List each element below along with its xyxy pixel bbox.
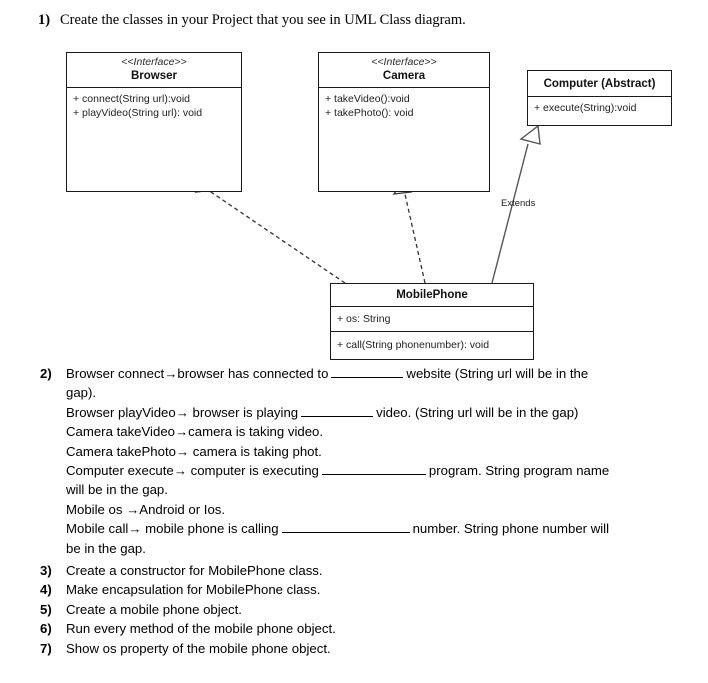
question-7: 7) Show os property of the mobile phone … bbox=[40, 639, 688, 658]
uml-class-camera-methods: + takeVideo():void + takePhoto(): void bbox=[319, 88, 489, 124]
uml-class-computer: Computer (Abstract) + execute(String):vo… bbox=[527, 70, 672, 126]
question-4: 4) Make encapsulation for MobilePhone cl… bbox=[40, 580, 688, 599]
uml-class-browser-methods: + connect(String url):void + playVideo(S… bbox=[67, 88, 241, 124]
uml-class-diagram: <<Interface>> Browser + connect(String u… bbox=[0, 40, 708, 370]
question-5: 5) Create a mobile phone object. bbox=[40, 600, 688, 619]
blank-underline bbox=[321, 463, 426, 476]
question-2-number: 2) bbox=[40, 366, 52, 381]
inheritance-arrowhead-computer bbox=[519, 124, 541, 145]
question-2-line-3: Browser playVideo→ browser is playing vid… bbox=[66, 403, 688, 422]
q2-l1a: Browser connect→browser has connected to bbox=[66, 366, 329, 381]
question-1: 1) Create the classes in your Project tha… bbox=[38, 10, 678, 30]
uml-class-computer-header: Computer (Abstract) bbox=[528, 71, 671, 96]
question-1-text: Create the classes in your Project that … bbox=[60, 12, 466, 28]
uml-class-mobilephone-divider-2 bbox=[331, 331, 533, 332]
uml-class-camera-divider bbox=[319, 87, 489, 88]
question-2-line-6: Computer execute→ computer is executing p… bbox=[66, 461, 688, 480]
question-6: 6) Run every method of the mobile phone … bbox=[40, 619, 688, 638]
uml-class-browser-stereotype: <<Interface>> bbox=[121, 56, 187, 68]
blank-underline bbox=[281, 521, 410, 534]
q2-l1b: website (String url will be in the bbox=[406, 366, 589, 381]
uml-class-mobilephone-divider-1 bbox=[331, 306, 533, 307]
inheritance-line-computer bbox=[491, 143, 529, 284]
question-2-line-10: be in the gap. bbox=[66, 540, 146, 556]
edge-label-extends: Extends bbox=[501, 198, 536, 209]
question-7-number: 7) bbox=[40, 640, 52, 656]
question-6-text: Run every method of the mobile phone obj… bbox=[66, 621, 336, 637]
uml-class-computer-divider bbox=[528, 96, 671, 97]
uml-class-mobilephone-attributes: + os: String bbox=[331, 307, 533, 331]
question-2-line-7: will be in the gap. bbox=[66, 482, 168, 498]
question-5-text: Create a mobile phone object. bbox=[66, 601, 242, 617]
q2-l7a: Mobile call→ mobile phone is calling bbox=[66, 521, 279, 537]
q2-l5b: program. String program name bbox=[428, 463, 610, 479]
uml-member: + takeVideo():void bbox=[325, 93, 410, 105]
question-2-line-9: Mobile call→ mobile phone is calling numb… bbox=[66, 519, 688, 538]
uml-class-browser-name: Browser bbox=[130, 70, 178, 82]
blank-underline bbox=[301, 405, 374, 417]
uml-class-computer-name: Computer (Abstract) bbox=[543, 78, 656, 90]
uml-class-camera: <<Interface>> Camera + takeVideo():void … bbox=[318, 52, 490, 192]
uml-class-browser-header: <<Interface>> Browser bbox=[67, 53, 241, 87]
uml-class-mobilephone-header: MobilePhone bbox=[331, 284, 533, 306]
uml-member: + os: String bbox=[337, 313, 391, 325]
uml-class-browser-divider bbox=[67, 87, 241, 88]
question-3-text: Create a constructor for MobilePhone cla… bbox=[66, 563, 323, 579]
question-1-number: 1) bbox=[38, 12, 51, 28]
uml-class-camera-header: <<Interface>> Camera bbox=[319, 53, 489, 87]
uml-class-mobilephone-name: MobilePhone bbox=[396, 289, 468, 301]
question-3: 3) Create a constructor for MobilePhone … bbox=[40, 561, 688, 580]
question-6-number: 6) bbox=[40, 621, 52, 637]
realization-line-browser bbox=[207, 189, 346, 284]
uml-member: + playVideo(String url): void bbox=[73, 107, 203, 119]
question-4-number: 4) bbox=[40, 582, 52, 598]
q2-l2b: video. (String url will be in the gap) bbox=[376, 404, 579, 420]
uml-class-mobilephone: MobilePhone + os: String + call(String p… bbox=[330, 283, 534, 360]
question-7-text: Show os property of the mobile phone obj… bbox=[66, 640, 331, 656]
question-2-line-2: gap). bbox=[66, 385, 97, 401]
realization-line-camera bbox=[403, 191, 426, 284]
q2-l7b: number. String phone number will bbox=[412, 521, 610, 537]
q2-l2a: Browser playVideo→ browser is playing bbox=[66, 404, 299, 420]
uml-class-mobilephone-methods: + call(String phonenumber): void bbox=[331, 332, 533, 356]
question-4-text: Make encapsulation for MobilePhone class… bbox=[66, 582, 321, 598]
question-2-line-1: Browser connect→browser has connected to… bbox=[66, 364, 688, 383]
question-2: 2) Browser connect→browser has connected… bbox=[40, 364, 688, 558]
question-2-line-4: Camera takeVideo→camera is taking video. bbox=[66, 424, 324, 440]
question-2-body: Browser connect→browser has connected to… bbox=[66, 364, 688, 558]
uml-class-browser: <<Interface>> Browser + connect(String u… bbox=[66, 52, 242, 192]
blank-underline bbox=[331, 366, 404, 378]
question-3-number: 3) bbox=[40, 563, 52, 579]
uml-class-camera-stereotype: <<Interface>> bbox=[371, 56, 437, 68]
question-2-line-8: Mobile os →Android or Ios. bbox=[66, 501, 226, 517]
uml-member: + takePhoto(): void bbox=[325, 107, 414, 119]
q2-l5a: Computer execute→ computer is executing bbox=[66, 463, 319, 479]
question-list: 2) Browser connect→browser has connected… bbox=[40, 364, 688, 658]
question-5-number: 5) bbox=[40, 601, 52, 617]
uml-class-camera-name: Camera bbox=[382, 70, 426, 82]
uml-member: + execute(String):void bbox=[534, 102, 637, 114]
uml-class-computer-methods: + execute(String):void bbox=[528, 97, 671, 119]
uml-member: + connect(String url):void bbox=[73, 93, 191, 105]
question-2-line-5: Camera takePhoto→ camera is taking phot. bbox=[66, 443, 322, 459]
uml-member: + call(String phonenumber): void bbox=[337, 339, 490, 351]
